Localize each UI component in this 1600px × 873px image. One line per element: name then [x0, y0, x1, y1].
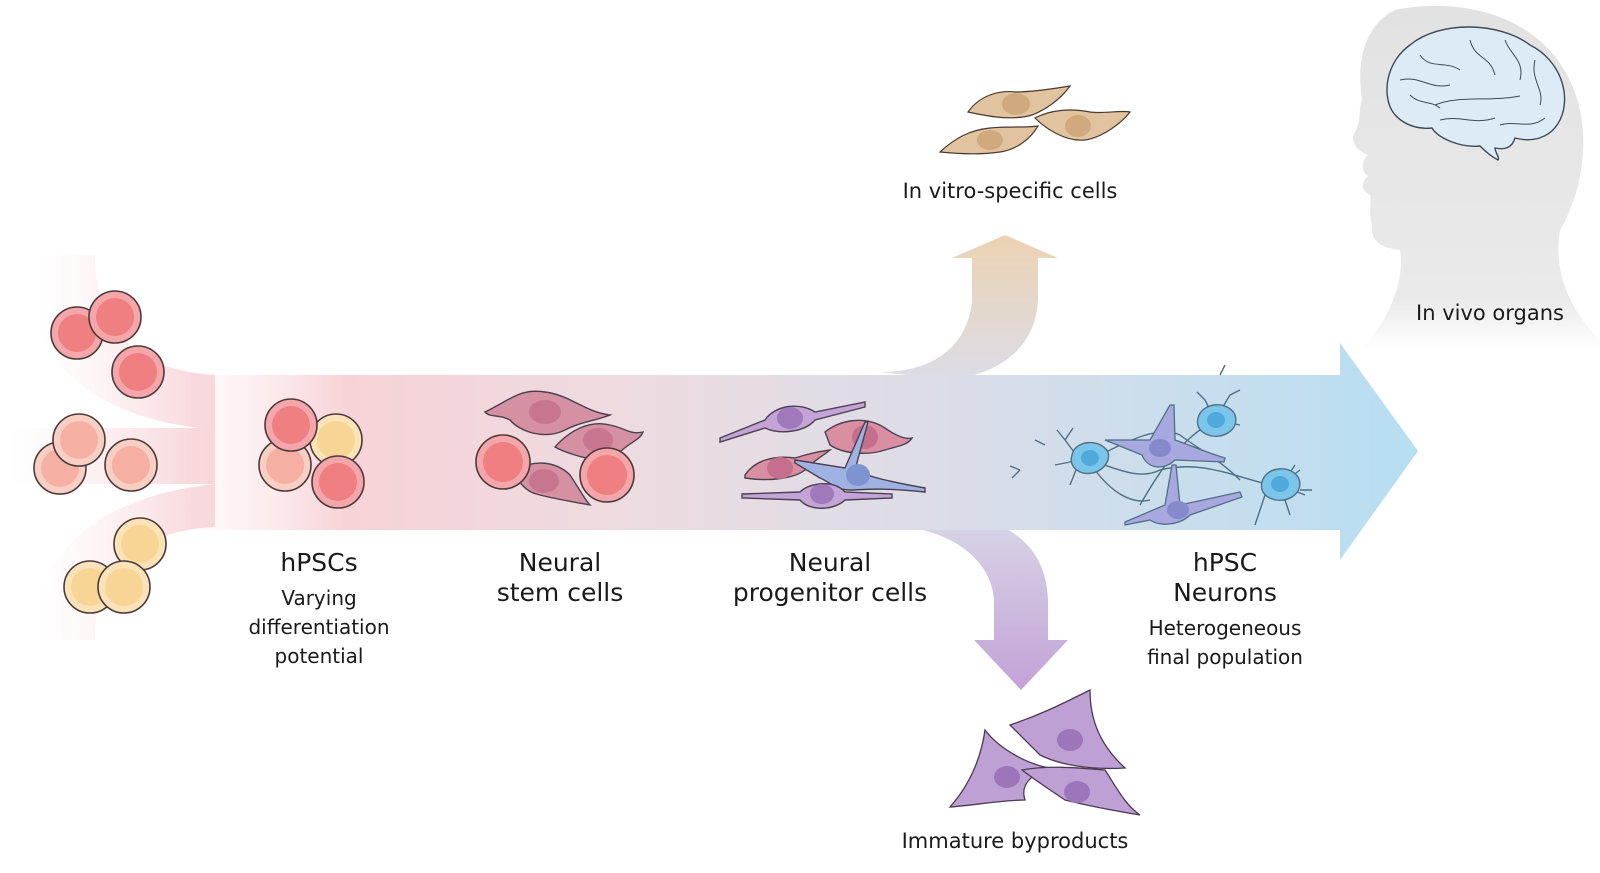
stage-label-hpsc-neurons: hPSC Neurons Heterogeneous final populat…	[1125, 548, 1325, 672]
stage-label-neural-progenitor-cells: Neural progenitor cells	[720, 548, 940, 608]
input-cells-yellow	[63, 517, 167, 614]
stage-subtitle: Heterogeneous	[1148, 616, 1302, 640]
stage-label-neural-stem-cells: Neural stem cells	[470, 548, 650, 608]
stage-title: hPSC	[1192, 548, 1258, 577]
main-differentiation-arrow	[200, 343, 1418, 560]
branch-arrow-up	[880, 235, 1058, 380]
branch-label-in-vitro: In vitro-specific cells	[902, 179, 1118, 203]
stage-title: Neural	[788, 548, 872, 577]
target-label-in-vivo: In vivo organs	[1416, 301, 1564, 325]
stage-subtitle: Varying	[281, 586, 357, 610]
branch-arrow-down	[880, 505, 1068, 690]
neuron-cell-bodies	[1070, 404, 1301, 526]
neural-progenitor-cells-illustration	[719, 401, 926, 509]
stage-title: stem cells	[496, 578, 624, 607]
in-vitro-cells-illustration	[938, 85, 1132, 155]
hpsc-cluster	[258, 398, 365, 509]
neural-stem-cells-illustration	[475, 390, 645, 507]
brain-icon	[1386, 26, 1566, 161]
branch-label-byproducts: Immature byproducts	[901, 829, 1129, 853]
stage-title: hPSCs	[280, 548, 358, 577]
stage-subtitle: differentiation	[248, 615, 390, 639]
input-cells-red	[50, 290, 165, 399]
stage-title: progenitor cells	[732, 578, 928, 607]
stage-subtitle: potential	[274, 644, 364, 668]
stage-label-hpscs: hPSCs Varying differentiation potential	[234, 548, 404, 671]
byproduct-cells-illustration	[948, 688, 1141, 816]
stage-title: Neurons	[1173, 578, 1277, 607]
stage-title: Neural	[518, 548, 602, 577]
stage-subtitle: final population	[1147, 645, 1303, 669]
input-cells-peach	[33, 413, 158, 495]
